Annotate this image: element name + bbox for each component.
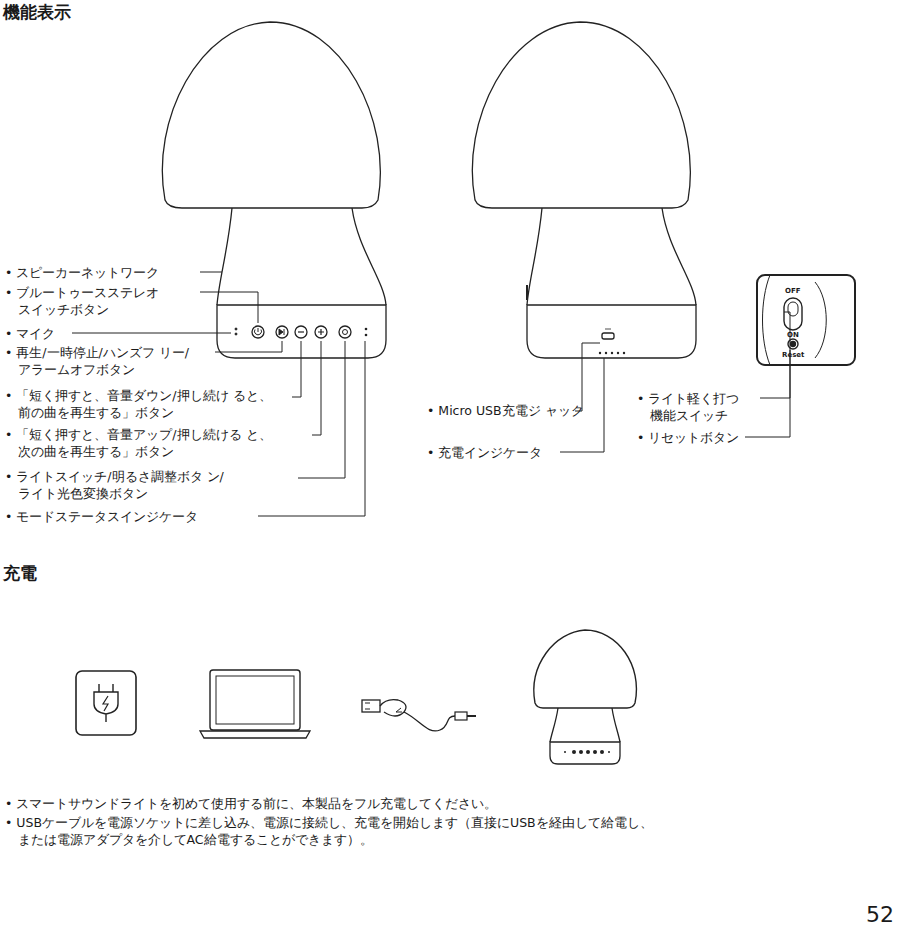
callout-label: • ライト軽く打つ 機能スイッチ xyxy=(637,390,772,424)
switch-label: ON xyxy=(787,331,799,339)
switch-label: Reset xyxy=(782,351,804,359)
switch-inset xyxy=(757,275,855,365)
callout-label: • 「短く押すと、音量ダウン/押し続け ると、前の曲を再生する」ボタン xyxy=(5,387,310,421)
charging-illustration xyxy=(76,630,636,764)
page-number: 52 xyxy=(866,902,894,928)
note-text: • USBケーブルを電源ソケットに差し込み、電源に接続し、充電を開始します（直接… xyxy=(5,814,878,848)
callout-label: • モードステータスインジケータ xyxy=(5,508,278,525)
callout-label: • 「短く押すと、音量アップ/押し続ける と、次の曲を再生する」ボタン xyxy=(5,426,330,460)
callout-label: • ライトスイッチ/明るさ調整ボタ ン/ライト光色変換ボタン xyxy=(5,468,314,502)
back-view xyxy=(472,22,696,358)
note-text: • スマートサウンドライトを初めて使用する前に、本製品をフル充電してください。 xyxy=(5,795,898,812)
switch-label: OFF xyxy=(785,287,801,295)
front-view xyxy=(162,22,386,358)
section-heading: 充電 xyxy=(3,563,37,583)
callout-label: • マイク xyxy=(5,325,88,342)
callout-label: • ブルートゥースステレオ スイッチボタン xyxy=(5,284,218,318)
callout-label: • スピーカーネットワーク xyxy=(5,264,228,281)
callout-label: • Micro USB充電ジ ャック xyxy=(427,402,590,419)
callout-label: • リセットボタン xyxy=(637,429,760,446)
callout-label: • 充電インジケータ xyxy=(427,444,580,461)
section-heading: 機能表示 xyxy=(3,2,71,22)
callout-label: • 再生/一時停止/ハンズフ リー/アラームオフボタン xyxy=(5,344,230,378)
